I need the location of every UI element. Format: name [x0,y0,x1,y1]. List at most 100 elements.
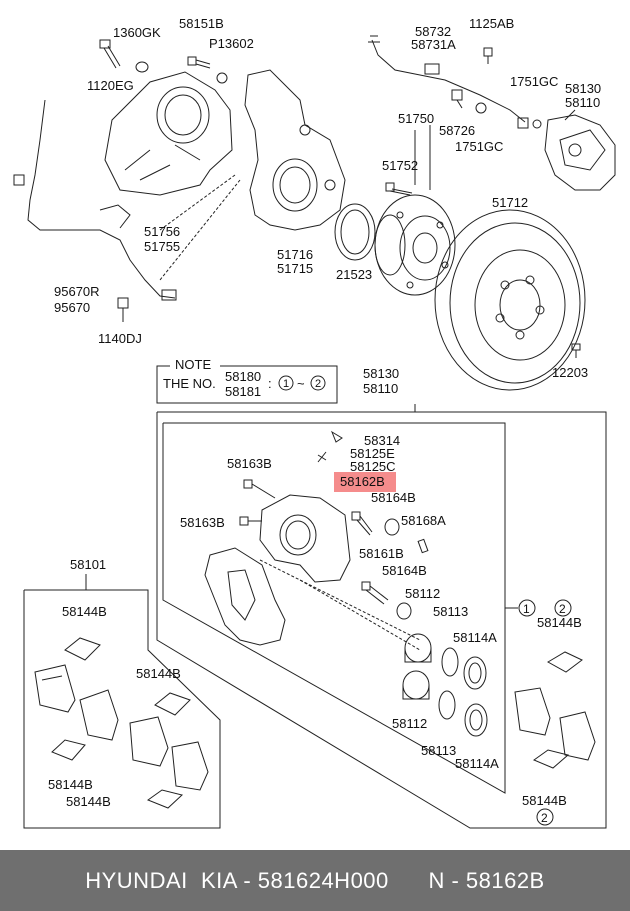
snap-ring-21523 [334,203,376,261]
washer-1751GC-a [532,119,542,129]
shim-clip-a [64,637,101,661]
label-P13602: P13602 [209,36,254,51]
label-51752: 51752 [382,158,418,173]
note-title: NOTE [175,357,211,372]
piston-58112-a [404,633,432,663]
parts-diagram: 1360GK 58151B P13602 1120EG 58732 58731A… [13,16,616,829]
label-58144B-b: 58144B [136,666,181,681]
screw-12203 [571,343,581,358]
brake-disc [434,209,586,391]
bleeder-58125E [317,451,327,463]
label-58110-top: 58110 [565,95,600,110]
cap-58314 [330,430,343,443]
bolt-58151B [187,56,211,69]
boot-58114A-b [464,703,488,737]
bolt-1140DJ [117,297,129,322]
label-12203: 12203 [552,365,588,380]
boot-58164B-a [384,518,400,536]
piston-58112-b [402,670,430,700]
label-1140DJ: 1140DJ [98,331,142,346]
label-58151B: 58151B [179,16,224,31]
label-58168A: 58168A [401,513,446,528]
pad-right-outer [559,711,596,761]
label-1120EG: 1120EG [87,78,134,93]
shim-right-bot [532,749,570,769]
label-58162B: 58162B [340,474,385,489]
pad-inner-b [129,716,169,767]
label-51716: 51716 [277,247,313,262]
exploded-view-svg: 1360GK 58151B P13602 1120EG 58732 58731A… [13,16,616,829]
label-51755: 51755 [144,239,180,254]
seal-58113-a [441,647,459,677]
boot-58114A-a [463,656,487,690]
label-58144B-e: 58144B [537,615,582,630]
label-58726: 58726 [439,123,475,138]
shim-clip-d [146,789,184,809]
bolt-1120EG [99,39,121,69]
caliper-assembly-top [544,114,616,191]
footer-text: HYUNDAI KIA - 581624H000 N - 58162B [85,867,545,893]
label-95670: 95670 [54,300,90,315]
label-58113-b: 58113 [421,743,456,758]
circle-marker-2-top [554,599,572,617]
footer-bar: HYUNDAI KIA - 581624H000 N - 58162B [0,850,630,911]
bolt-58726 [451,89,463,109]
steering-knuckle [244,69,346,231]
dust-shield [104,71,233,196]
label-58114A-b: 58114A [455,756,499,771]
washer-1360GK [135,61,149,73]
label-58732: 58732 [415,24,451,39]
label-58110-mid: 58110 [363,381,398,396]
note-circle-a [278,375,294,391]
label-58163B-b: 58163B [180,515,225,530]
label-58112-b: 58112 [392,716,427,731]
circle-1-text: 1 [523,602,530,616]
label-95670R: 95670R [54,284,100,299]
label-58113-a: 58113 [433,604,468,619]
shim-clip-b [154,692,191,716]
label-58125E: 58125E [350,446,395,461]
label-58163B-a: 58163B [227,456,272,471]
label-1751GC-b: 1751GC [455,139,503,154]
guide-pin-58162B [351,511,373,536]
note-circle-a-text: 1 [283,378,289,390]
label-58164B-a: 58164B [371,490,416,505]
note-circle-b [310,375,326,391]
note-circle-b-text: 2 [315,378,321,390]
label-58130-top: 58130 [565,81,601,96]
note-colon: : [268,376,272,391]
label-58125C: 58125C [350,459,396,474]
shim-clip-c [51,739,86,761]
label-51715: 51715 [277,261,313,276]
label-51712: 51712 [492,195,528,210]
washer-1751GC-b [475,102,487,114]
pad-outer-b [171,741,209,791]
label-58144B-c: 58144B [48,777,93,792]
note-part-b: 58181 [225,384,261,399]
label-58112-a: 58112 [405,586,440,601]
label-58164B-b: 58164B [382,563,427,578]
bolt-1125AB [483,47,493,64]
circle-marker-1 [518,599,536,617]
circle-2-top-text: 2 [559,602,566,616]
label-58114A-a: 58114A [453,630,497,645]
note-part-a: 58180 [225,369,261,384]
hub-bolt-51752 [385,182,413,196]
guide-bolt-58163B-b [239,516,262,526]
pad-right-inner [514,687,551,736]
label-58144B-f: 58144B [522,793,567,808]
label-51756: 51756 [144,224,180,239]
pad-kit-frame [23,589,221,829]
label-1125AB: 1125AB [469,16,514,31]
note-prefix: THE NO. [163,376,216,391]
label-58731A: 58731A [411,37,456,52]
label-58161B: 58161B [359,546,404,561]
label-58101: 58101 [70,557,106,572]
shim-right-top [546,651,583,673]
pad-inner-a [34,664,76,713]
caliper-inner-frame [162,422,506,794]
caliper-bracket [204,547,286,646]
label-58144B-d: 58144B [66,794,111,809]
highlight-58162B [334,472,396,492]
seal-58113-b [438,690,456,720]
